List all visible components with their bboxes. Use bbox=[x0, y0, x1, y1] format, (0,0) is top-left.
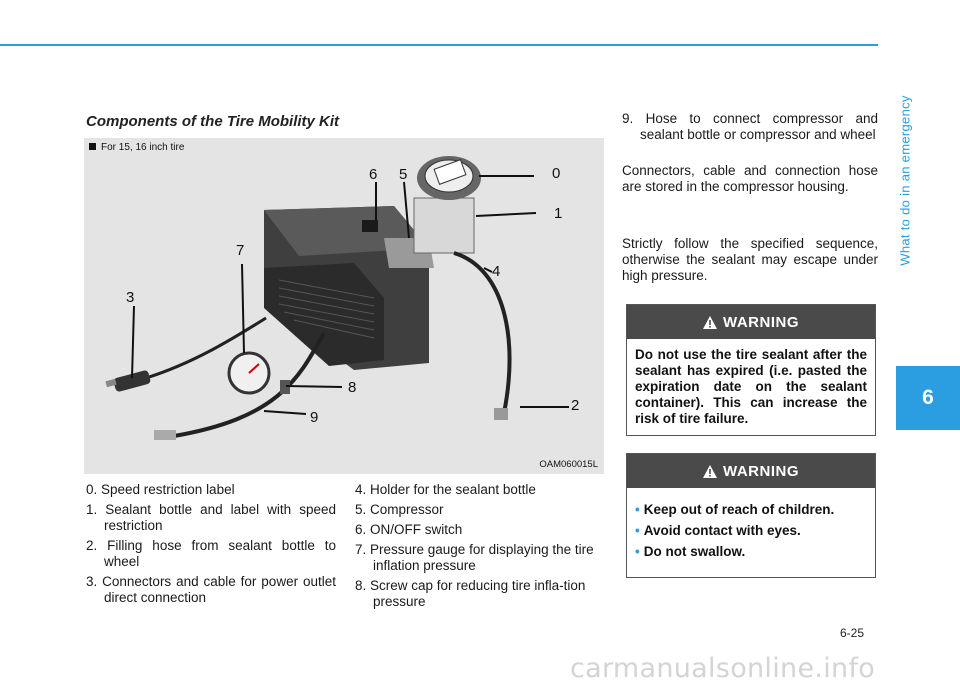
screw-cap bbox=[280, 380, 290, 394]
bullet-dot-icon: • bbox=[635, 523, 640, 538]
callout-leaders bbox=[131, 175, 569, 415]
compressor-hose bbox=[173, 332, 326, 438]
bullet-dot-icon: • bbox=[635, 544, 640, 559]
list-item: 0. Speed restriction label bbox=[86, 482, 235, 497]
warning-box-safety: WARNING •Keep out of reach of children. … bbox=[626, 453, 876, 578]
callout-1: 1 bbox=[554, 205, 562, 222]
figure-note: For 15, 16 inch tire bbox=[89, 142, 184, 153]
kit-illustration: 0 1 2 3 4 5 6 7 8 9 bbox=[105, 156, 579, 440]
list-item: •Do not swallow. bbox=[635, 544, 746, 559]
component-legend-right: 9. Hose to connect compressor and sealan… bbox=[622, 111, 878, 147]
list-item: •Keep out of reach of children. bbox=[635, 502, 835, 517]
power-cable bbox=[145, 316, 267, 380]
list-item: 9. Hose to connect compressor and sealan… bbox=[622, 111, 878, 142]
component-legend-middle: 4. Holder for the sealant bottle 5. Comp… bbox=[355, 482, 605, 614]
side-chapter-title: What to do in an emergency bbox=[897, 94, 913, 266]
hose-valve-connector bbox=[494, 408, 508, 420]
callout-5: 5 bbox=[399, 166, 407, 183]
list-item: 4. Holder for the sealant bottle bbox=[355, 482, 536, 497]
callout-0: 0 bbox=[552, 165, 560, 182]
list-item: 2. Filling hose from sealant bottle to w… bbox=[86, 538, 336, 569]
pressure-gauge bbox=[227, 351, 271, 395]
warning-header: WARNING bbox=[627, 454, 875, 488]
sealant-bottle bbox=[413, 156, 481, 254]
section-title: Components of the Tire Mobility Kit bbox=[86, 113, 340, 130]
warning-text: Do not use the tire sealant after the se… bbox=[635, 347, 867, 426]
list-item: 6. ON/OFF switch bbox=[355, 522, 463, 537]
sequence-paragraph: Strictly follow the specified sequence, … bbox=[622, 236, 878, 283]
callout-2: 2 bbox=[571, 397, 579, 414]
callout-8: 8 bbox=[348, 379, 356, 396]
warning-bullets: •Keep out of reach of children. •Avoid c… bbox=[627, 488, 875, 577]
watermark: carmanualsonline.info bbox=[570, 653, 876, 684]
warning-header: WARNING bbox=[627, 305, 875, 339]
callout-6: 6 bbox=[369, 166, 377, 183]
list-item: 7. Pressure gauge for displaying the tir… bbox=[355, 542, 594, 573]
list-item: 1. Sealant bottle and label with speed r… bbox=[86, 502, 336, 533]
warning-triangle-icon bbox=[703, 315, 717, 329]
figure-code: OAM060015L bbox=[539, 459, 598, 470]
component-legend-left: 0. Speed restriction label 1. Sealant bo… bbox=[86, 482, 336, 610]
callout-3: 3 bbox=[126, 289, 134, 306]
list-item: •Avoid contact with eyes. bbox=[635, 523, 801, 538]
storage-paragraph: Connectors, cable and connection hose ar… bbox=[622, 163, 878, 194]
tire-mobility-kit-figure: 0 1 2 3 4 5 6 7 8 9 For 15, 16 inch tire… bbox=[84, 138, 604, 474]
list-item: 8. Screw cap for reducing tire infla-tio… bbox=[355, 578, 586, 609]
callout-9: 9 bbox=[310, 409, 318, 426]
power-plug bbox=[105, 370, 151, 392]
hose-end-fitting bbox=[154, 430, 176, 440]
page-number: 6-25 bbox=[840, 626, 865, 640]
bullet-dot-icon: • bbox=[635, 502, 640, 517]
top-rule bbox=[0, 44, 878, 46]
square-bullet-icon bbox=[89, 143, 96, 150]
compressor-housing bbox=[264, 206, 434, 370]
warning-box-expiry: WARNING Do not use the tire sealant afte… bbox=[626, 304, 876, 436]
callout-4: 4 bbox=[492, 263, 500, 280]
list-item: 5. Compressor bbox=[355, 502, 444, 517]
warning-triangle-icon bbox=[703, 464, 717, 478]
chapter-tab: 6 bbox=[896, 366, 960, 430]
callout-7: 7 bbox=[236, 242, 244, 259]
filling-hose bbox=[453, 251, 512, 414]
list-item: 3. Connectors and cable for power outlet… bbox=[86, 574, 336, 605]
